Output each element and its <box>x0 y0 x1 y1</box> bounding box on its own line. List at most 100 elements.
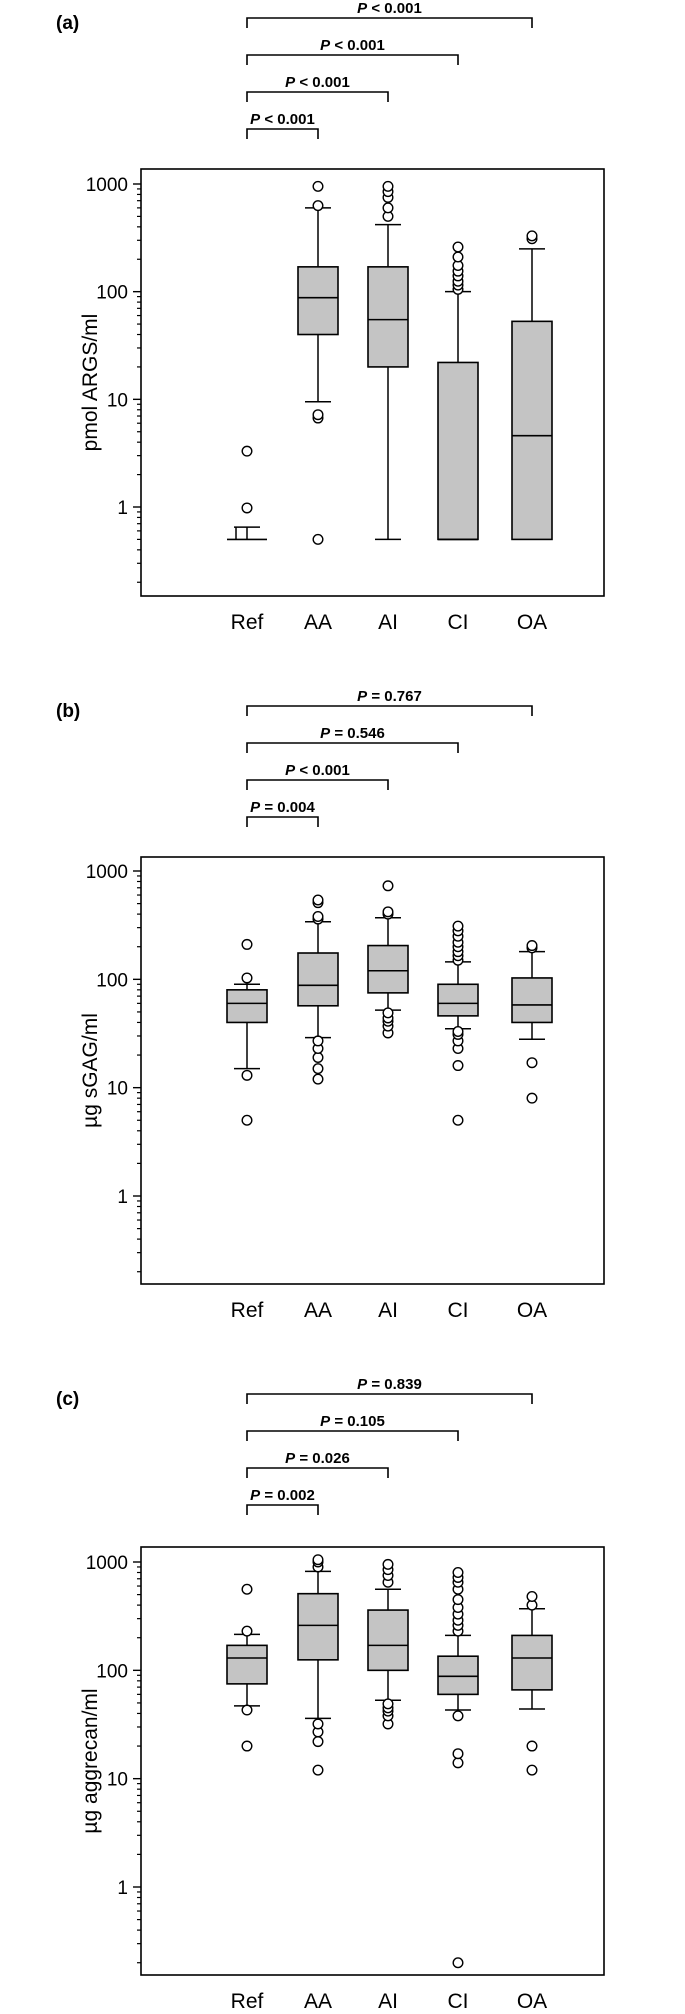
outlier-point <box>526 1092 538 1104</box>
outlier-point <box>526 1740 538 1752</box>
comparison-bracket <box>246 91 389 102</box>
x-category-label: AA <box>304 611 332 634</box>
comparison-bracket <box>246 742 459 753</box>
y-axis-label: µg sGAG/ml <box>79 1013 102 1128</box>
y-tick-label: 1 <box>117 498 128 519</box>
outlier-point <box>241 938 253 950</box>
plot-frame <box>140 168 605 597</box>
box-iqr <box>511 320 553 541</box>
outlier-point <box>452 1748 464 1760</box>
y-tick-label: 10 <box>107 1079 128 1100</box>
x-category-label: CI <box>448 611 469 634</box>
outlier-point <box>241 502 253 514</box>
comparison-bracket <box>246 779 389 790</box>
x-category-label: OA <box>517 611 547 634</box>
box-iqr <box>226 989 268 1024</box>
y-axis-label: µg aggrecan/ml <box>79 1688 102 1833</box>
y-tick-label: 1 <box>117 1187 128 1208</box>
comparison-bracket <box>246 1430 459 1441</box>
outlier-point <box>452 251 464 263</box>
outlier-point <box>526 1764 538 1776</box>
outlier-point <box>452 1710 464 1722</box>
outlier-point <box>452 1757 464 1769</box>
outlier-point <box>382 1698 394 1710</box>
p-value-label: P = 0.546 <box>320 725 385 742</box>
x-category-label: AA <box>304 1990 332 2013</box>
x-category-label: AA <box>304 1299 332 1322</box>
y-tick-label: 100 <box>96 283 128 304</box>
y-tick-label: 1 <box>117 1878 128 1899</box>
outlier-point <box>526 1057 538 1069</box>
x-category-label: OA <box>517 1990 547 2013</box>
outlier-point <box>452 1060 464 1072</box>
x-category-label: Ref <box>231 1990 264 2013</box>
box-iqr <box>367 266 409 368</box>
panel-label: (a) <box>56 13 79 34</box>
outlier-point <box>382 906 394 918</box>
outlier-point <box>312 1736 324 1748</box>
x-category-label: CI <box>448 1299 469 1322</box>
comparison-bracket <box>246 54 459 65</box>
y-tick-label: 10 <box>107 390 128 411</box>
panel-label: (c) <box>56 1389 79 1410</box>
x-category-label: OA <box>517 1299 547 1322</box>
outlier-point <box>382 880 394 892</box>
outlier-point <box>312 200 324 212</box>
box-iqr <box>367 944 409 994</box>
outlier-point <box>382 1007 394 1019</box>
outlier-point <box>241 1114 253 1126</box>
comparison-bracket <box>246 705 533 716</box>
x-category-label: AI <box>378 611 398 634</box>
y-axis-label: pmol ARGS/ml <box>79 314 102 452</box>
x-category-label: Ref <box>231 1299 264 1322</box>
outlier-point <box>241 1583 253 1595</box>
x-category-label: Ref <box>231 611 264 634</box>
outlier-point <box>452 1114 464 1126</box>
outlier-point <box>382 180 394 192</box>
box-iqr <box>511 1634 553 1691</box>
y-tick-label: 100 <box>96 1661 128 1682</box>
outlier-point <box>312 1073 324 1085</box>
comparison-bracket <box>246 1504 319 1515</box>
outlier-point <box>452 1566 464 1578</box>
p-value-label: P = 0.026 <box>285 1450 350 1467</box>
box-iqr <box>437 361 479 541</box>
plot-frame <box>140 1546 605 1976</box>
outlier-point <box>526 940 538 952</box>
comparison-bracket <box>246 1393 533 1404</box>
outlier-point <box>452 1594 464 1606</box>
outlier-point <box>452 920 464 932</box>
p-value-label: P < 0.001 <box>285 762 350 779</box>
outlier-point <box>382 1558 394 1570</box>
p-value-label: P < 0.001 <box>250 111 315 128</box>
y-tick-label: 1000 <box>86 862 128 883</box>
outlier-point <box>241 972 253 984</box>
p-value-label: P = 0.839 <box>357 1376 422 1393</box>
box-iqr <box>297 266 339 336</box>
p-value-label: P = 0.105 <box>320 1413 385 1430</box>
p-value-label: P = 0.002 <box>250 1487 315 1504</box>
p-value-label: P < 0.001 <box>357 0 422 17</box>
outlier-point <box>241 445 253 457</box>
y-tick-label: 1000 <box>86 175 128 196</box>
outlier-point <box>312 1764 324 1776</box>
outlier-point <box>312 894 324 906</box>
y-tick-label: 100 <box>96 970 128 991</box>
outlier-point <box>312 1051 324 1063</box>
outlier-point <box>241 1740 253 1752</box>
box-iqr <box>511 977 553 1024</box>
p-value-label: P < 0.001 <box>285 74 350 91</box>
outlier-point <box>312 533 324 545</box>
comparison-bracket <box>246 1467 389 1478</box>
chart-panel-c: (c) P = 0.002 P = 0.026 P = 0.105 P = 0.839 1… <box>56 1376 605 2013</box>
box-iqr <box>437 983 479 1017</box>
outlier-point <box>312 1035 324 1047</box>
outlier-point <box>312 409 324 421</box>
comparison-bracket <box>246 17 533 28</box>
panel-label: (b) <box>56 701 80 722</box>
comparison-bracket <box>246 128 319 139</box>
outlier-point <box>382 202 394 214</box>
box-iqr <box>297 952 339 1007</box>
